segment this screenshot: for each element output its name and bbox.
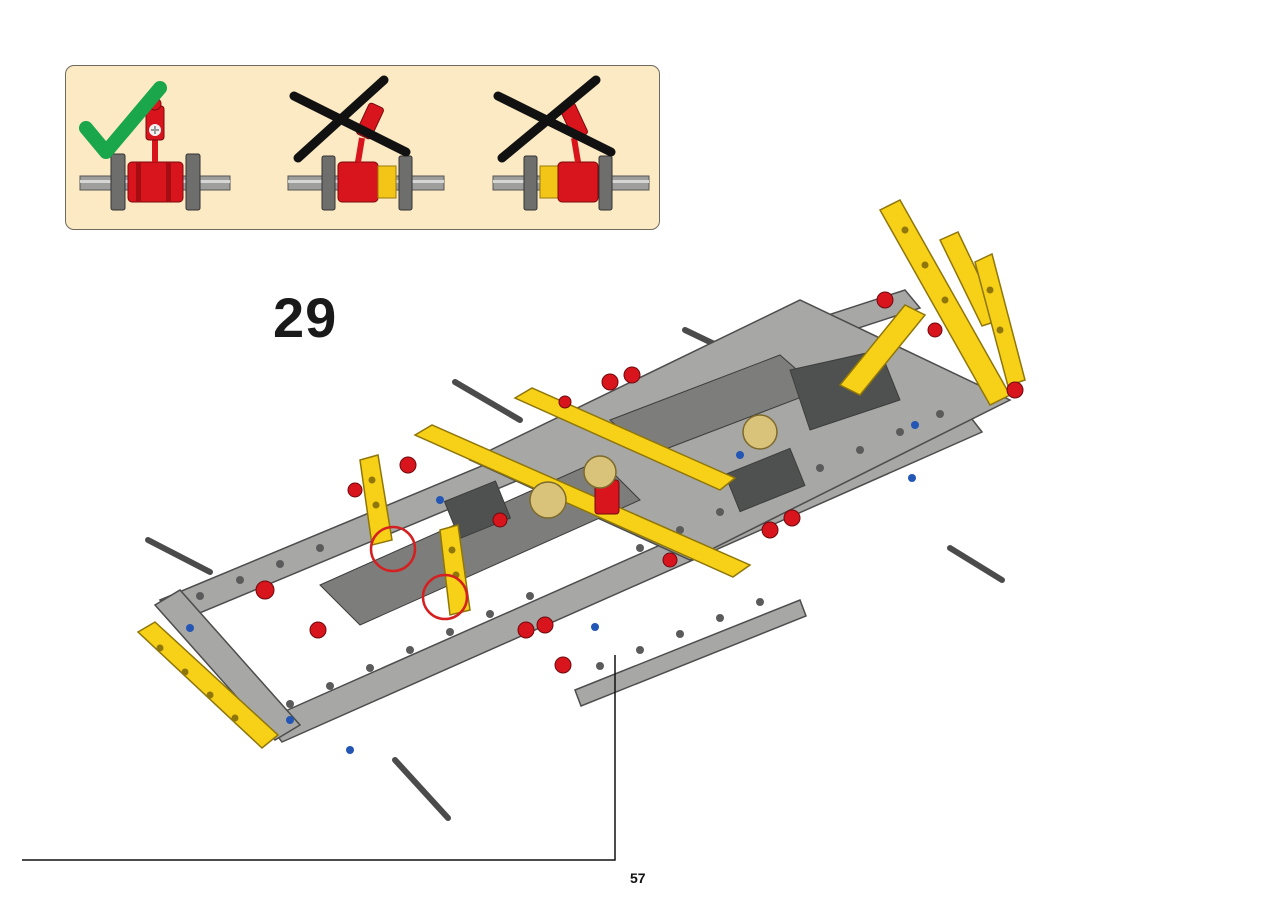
callout-illustrations xyxy=(79,75,650,211)
black-x-icon xyxy=(289,75,411,163)
blue-pins xyxy=(186,421,919,754)
wrong-assembly-illustration-2 xyxy=(492,102,650,211)
correct-assembly-illustration xyxy=(79,97,231,211)
yellow-beam-holes xyxy=(156,226,1004,722)
gears xyxy=(529,414,778,519)
beam-holes xyxy=(196,410,944,708)
page-number: 57 xyxy=(630,870,646,886)
red-connectors xyxy=(255,291,1024,674)
step-number: 29 xyxy=(273,286,338,349)
black-x-icon xyxy=(493,75,616,163)
green-check-icon xyxy=(79,81,167,159)
highlight-circles xyxy=(369,525,469,621)
callout-panel xyxy=(65,65,660,230)
